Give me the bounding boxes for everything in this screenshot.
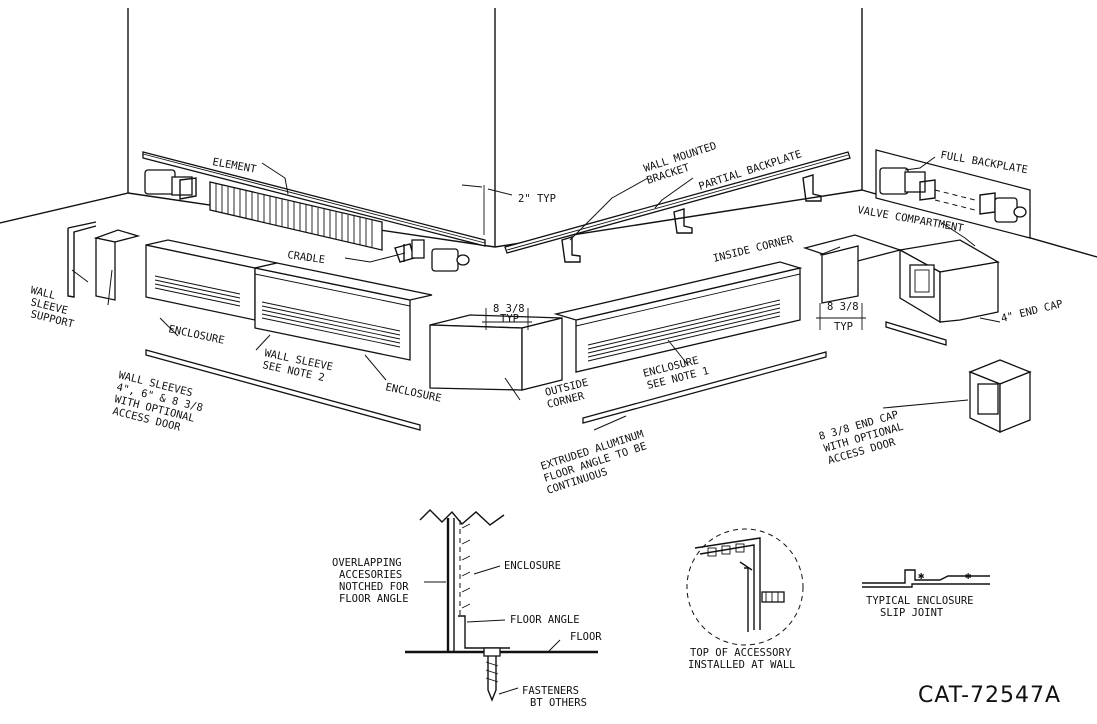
- accessory-label-2: INSTALLED AT WALL: [688, 659, 795, 671]
- dim-left-typ: TYP: [500, 313, 519, 325]
- end-cap-8-3-8: [968, 359, 1032, 434]
- slip-joint-detail: ✱ ✱ TYPICAL ENCLOSURE SLIP JOINT: [862, 569, 990, 619]
- section-detail: OVERLAPPING ACCESORIES NOTCHED FOR FLOOR…: [332, 509, 602, 709]
- cradle: [394, 239, 425, 263]
- inside-corner: [802, 234, 903, 304]
- end-cap-4-label: 4" END CAP: [1000, 298, 1064, 325]
- dim-right-typ: TYP: [834, 321, 853, 333]
- floor-angles: [145, 321, 947, 431]
- leader-lines: [71, 156, 1001, 431]
- enclosure-left: [145, 239, 278, 321]
- slip-joint-label-2: SLIP JOINT: [880, 607, 944, 619]
- slip-joint-label-1: TYPICAL ENCLOSURE: [866, 595, 973, 607]
- full-backplate: [875, 149, 1031, 239]
- svg-text:✱: ✱: [918, 570, 925, 582]
- dim-8-3-8-left: [482, 308, 532, 330]
- dim-8-3-8-right: [816, 303, 866, 330]
- two-typ-label: 2" TYP: [518, 193, 556, 205]
- overlapping-label-3: NOTCHED FOR: [339, 581, 409, 593]
- accessory-label-1: TOP OF ACCESSORY: [690, 647, 792, 659]
- detail-floor-label: FLOOR: [570, 631, 602, 643]
- fasteners-label-2: BT OTHERS: [530, 697, 587, 709]
- two-inch-dimension: 2" TYP: [461, 184, 556, 235]
- svg-text:✱: ✱: [965, 570, 972, 582]
- dim-right-value: 8 3/8: [827, 301, 859, 313]
- detail-enclosure-label: ENCLOSURE: [504, 560, 561, 572]
- valve-compartment: [898, 239, 1000, 324]
- wall-sleeve-support-label-1: WALL: [29, 284, 56, 302]
- wall-sleeve-end: [93, 229, 141, 301]
- catalog-number: CAT-72547A: [918, 683, 1061, 708]
- wall-sleeve-support: [67, 221, 97, 298]
- enclosure-left-label: ENCLOSURE: [167, 323, 225, 347]
- overlapping-label-4: FLOOR ANGLE: [339, 593, 409, 605]
- overlapping-label-2: ACCESORIES: [339, 569, 402, 581]
- element-assembly: [142, 151, 486, 272]
- dim-left-value: 8 3/8: [493, 303, 525, 315]
- enclosure-middle: [254, 262, 433, 361]
- overlapping-label-1: OVERLAPPING: [332, 557, 402, 569]
- detail-floor-angle-label: FLOOR ANGLE: [510, 614, 580, 626]
- cradle-label: CRADLE: [287, 249, 326, 266]
- fasteners-label-1: FASTENERS: [522, 685, 579, 697]
- accessory-detail: TOP OF ACCESSORY INSTALLED AT WALL: [686, 528, 804, 671]
- outside-corner: [429, 314, 563, 391]
- partial-backplate: [504, 151, 851, 263]
- inside-corner-label: INSIDE CORNER: [712, 233, 795, 265]
- enclosure-right: [553, 261, 803, 373]
